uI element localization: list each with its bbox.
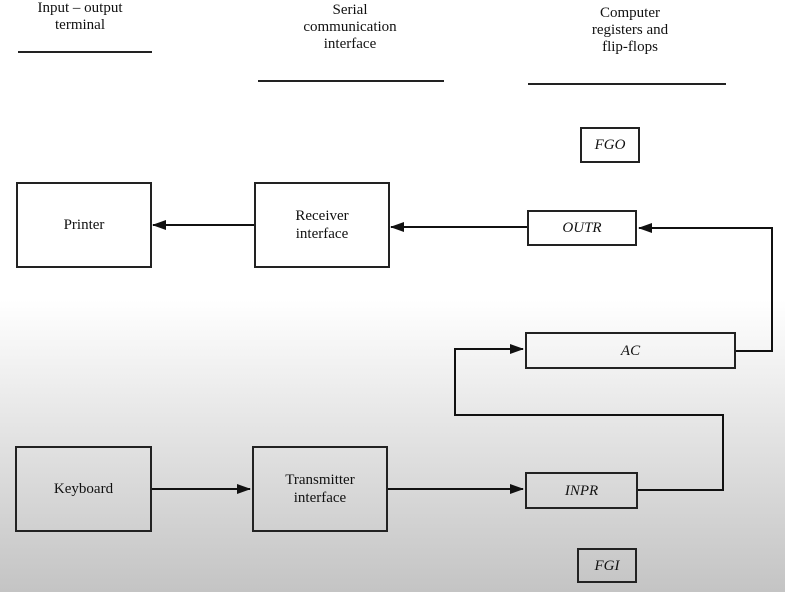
- inpr-register-box: INPR: [525, 472, 638, 509]
- fgi-flipflop-box: FGI: [577, 548, 637, 583]
- fgo-flipflop-box: FGO: [580, 127, 640, 163]
- header-serial-interface: Serial communication interface: [303, 2, 397, 52]
- keyboard-box: Keyboard: [15, 446, 152, 532]
- wire-inpr-to-ac: [454, 344, 724, 491]
- header-io-terminal: Input – output terminal: [37, 0, 123, 33]
- receiver-interface-box: Receiver interface: [254, 182, 390, 268]
- outr-register-box: OUTR: [527, 210, 637, 246]
- printer-box: Printer: [16, 182, 152, 268]
- ac-register-box: AC: [525, 332, 736, 369]
- header-io-rule: [18, 51, 152, 53]
- header-computer-registers: Computer registers and flip-flops: [591, 5, 669, 55]
- wire-ac-to-outr: [638, 223, 773, 352]
- header-computer-rule: [528, 83, 726, 85]
- transmitter-interface-box: Transmitter interface: [252, 446, 388, 532]
- header-serial-rule: [258, 80, 444, 82]
